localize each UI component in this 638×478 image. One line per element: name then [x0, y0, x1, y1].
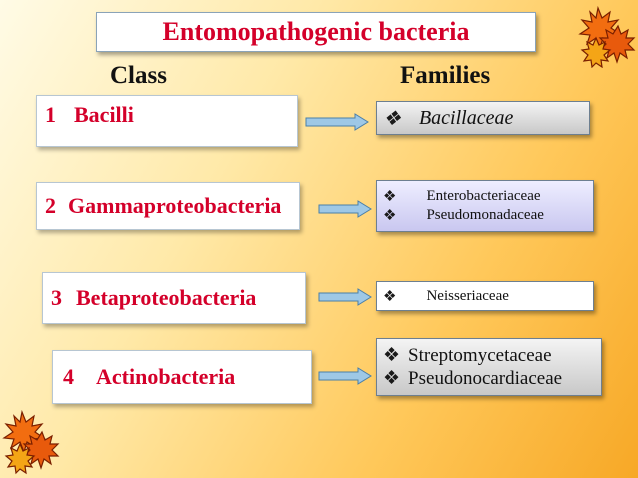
- class-number: 4: [63, 364, 74, 389]
- family-label: Bacillaceae: [418, 106, 514, 129]
- family-label: Pseudonocardiaceae: [408, 367, 563, 389]
- class-label: Bacilli: [74, 102, 134, 127]
- diamond-bullet-icon: ❖: [383, 345, 401, 366]
- family-item: ❖ Bacillaceae: [383, 106, 589, 131]
- family-box-actinobacteria: ❖ Streptomycetaceae ❖ Pseudonocardiaceae: [376, 338, 602, 396]
- right-arrow-icon: [318, 367, 372, 385]
- family-box-betaproteobacteria: ❖ Neisseriaceae: [376, 281, 594, 311]
- diamond-bullet-icon: ❖: [383, 368, 401, 389]
- family-box-gammaproteobacteria: ❖ Enterobacteriaceae ❖ Pseudomonadaceae: [376, 180, 594, 232]
- class-label: Gammaproteobacteria: [68, 193, 282, 218]
- class-number: 2: [45, 193, 56, 218]
- family-item: ❖ Enterobacteriaceae: [383, 187, 593, 206]
- class-box-betaproteobacteria: 3 Betaproteobacteria: [42, 272, 306, 324]
- family-label: Pseudomonadaceae: [426, 207, 544, 223]
- diamond-bullet-icon: ❖: [383, 189, 397, 205]
- family-item: ❖ Pseudonocardiaceae: [383, 367, 601, 390]
- diagram-title: Entomopathogenic bacteria: [96, 12, 536, 52]
- diamond-bullet-icon: ❖: [383, 107, 401, 130]
- families-header: Families: [400, 62, 491, 89]
- family-item: ❖ Pseudomonadaceae: [383, 206, 593, 225]
- class-label: Betaproteobacteria: [76, 285, 257, 310]
- class-box-actinobacteria: 4 Actinobacteria: [52, 350, 312, 404]
- diamond-bullet-icon: ❖: [383, 288, 397, 305]
- family-label: Streptomycetaceae: [408, 344, 552, 366]
- family-label: Neisseriaceae: [426, 287, 509, 304]
- class-box-bacilli: 1 Bacilli: [36, 95, 298, 147]
- family-item: ❖ Neisseriaceae: [383, 287, 593, 306]
- family-box-bacilli: ❖ Bacillaceae: [376, 101, 590, 135]
- right-arrow-icon: [318, 200, 372, 218]
- right-arrow-icon: [305, 113, 369, 131]
- family-label: Enterobacteriaceae: [426, 188, 541, 204]
- class-header: Class: [110, 62, 167, 89]
- class-label: Actinobacteria: [96, 364, 236, 389]
- maple-leaf-icon: [2, 410, 60, 475]
- class-box-gammaproteobacteria: 2 Gammaproteobacteria: [36, 182, 300, 230]
- diamond-bullet-icon: ❖: [383, 208, 397, 224]
- class-number: 1: [45, 102, 56, 127]
- maple-leaf-icon: [578, 6, 636, 68]
- class-number: 3: [51, 285, 62, 310]
- family-item: ❖ Streptomycetaceae: [383, 344, 601, 367]
- right-arrow-icon: [318, 288, 372, 306]
